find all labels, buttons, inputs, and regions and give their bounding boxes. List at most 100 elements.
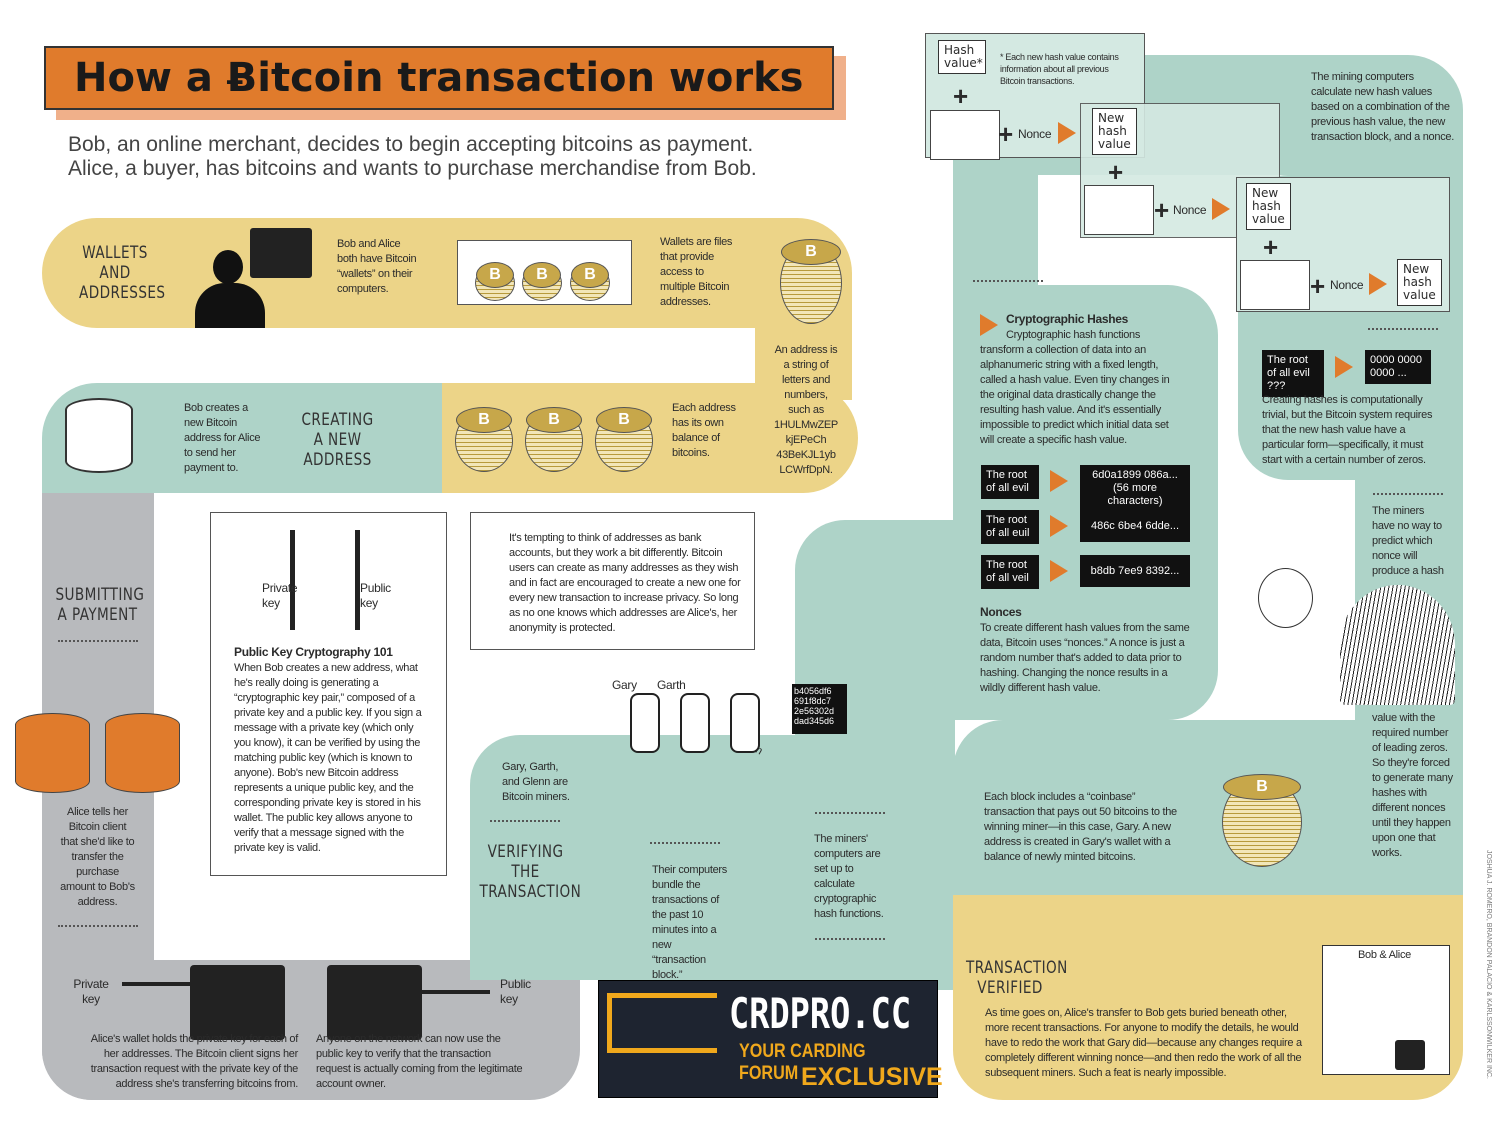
bob-alice-label: Bob & Alice: [1358, 949, 1411, 961]
pkc-box: [210, 512, 447, 876]
bitcoin-stack-icon: [595, 407, 653, 472]
pkc-title: Public Key Cryptography 101: [234, 645, 393, 659]
divider: [490, 820, 560, 822]
wallets-text-1: Bob and Alice both have Bitcoin “wallets…: [337, 238, 417, 295]
tempting-box: [470, 512, 755, 650]
bitcoin-stack-icon: [780, 239, 842, 324]
arrow-icon: [1369, 273, 1387, 295]
screen-hash: b4056df6 691f8dc7 2e56302d dad345d6: [794, 686, 835, 726]
wallet-orange-icon: [105, 713, 180, 793]
plus-icon: +: [953, 81, 969, 111]
new-address-heading: CREATING A NEW ADDRESS: [301, 410, 374, 470]
divider: [973, 280, 1043, 282]
credit: JOSHUA J. ROMERO, BRANDON PALACIO & KARL…: [1485, 850, 1492, 1079]
crypto-text: Cryptographic hash functions transform a…: [980, 329, 1170, 446]
intro-line: Bob, an online merchant, decides to begi…: [68, 133, 754, 156]
intro: Bob, an online merchant, decides to begi…: [68, 133, 757, 181]
bitcoin-stack-icon: [522, 262, 562, 301]
empty-wallet-icon: [65, 398, 133, 473]
miners-text: Gary, Garth, and Glenn are Bitcoin miner…: [502, 761, 570, 803]
watermark-badge: EXCLUSIVE: [801, 1063, 943, 1091]
hash-output: 486c 6be4 6dde...: [1080, 510, 1190, 542]
bitcoin-stack-icon: [475, 262, 515, 301]
pkc-private-label: Private key: [262, 581, 298, 610]
pkc-text: When Bob creates a new address, what he'…: [234, 662, 422, 854]
keys-icon: [290, 530, 360, 630]
tempting-text: It's tempting to think of addresses as b…: [509, 532, 741, 634]
nonces-text: To create different hash values from the…: [980, 622, 1190, 694]
verified-text: As time goes on, Alice's transfer to Bob…: [985, 1007, 1302, 1079]
page-title: How a Ƀitcoin transaction works: [74, 55, 804, 101]
lock-icon: [1395, 1040, 1425, 1070]
miners-text-1: The miners have no way to predict which …: [1372, 505, 1444, 577]
plus-icon: +: [998, 119, 1014, 149]
pkc-public-label: Public key: [360, 581, 391, 610]
divider: [815, 812, 885, 814]
band-coinbase: [953, 720, 1463, 900]
haystack-icon: [1340, 585, 1455, 705]
intro-line: Alice, a buyer, has bitcoins and wants t…: [68, 157, 757, 180]
person-at-computer-icon: [195, 228, 320, 328]
divider: [58, 925, 138, 927]
new-hash-box: New hash value: [1397, 259, 1442, 306]
buried-blocks-icon: [1322, 945, 1450, 1075]
arrow-icon: [1058, 122, 1076, 144]
zeros-text: Creating hashes is computationally trivi…: [1262, 394, 1433, 466]
hash-value-box: Hash value*: [938, 40, 986, 74]
computer-screen: b4056df6 691f8dc7 2e56302d dad345d6: [792, 684, 847, 734]
hash-output: b8db 7ee9 8392...: [1080, 555, 1190, 587]
arrow-icon: [1335, 356, 1353, 378]
arrow-icon: [1050, 515, 1068, 537]
hash-output: 6d0a1899 086a... (56 more characters): [1080, 465, 1190, 512]
bundle-text: Their computers bundle the transactions …: [652, 864, 727, 981]
card-icon: [607, 993, 717, 1053]
wallet-orange-icon: [15, 713, 90, 793]
minted-bitcoin-icon: [1222, 774, 1302, 867]
arrow-icon: [1050, 470, 1068, 492]
divider: [650, 842, 720, 844]
submitting-heading: SUBMITTING A PAYMENT: [55, 585, 145, 625]
nonces-title: Nonces: [980, 605, 1022, 619]
submitting-text: Alice tells her Bitcoin client that she'…: [60, 806, 135, 908]
transaction-block-icon: [1240, 260, 1310, 310]
band-miners: [795, 520, 955, 990]
arrow-icon: [980, 314, 998, 336]
watermark-tagline: YOUR CARDING FORUM: [739, 1041, 866, 1084]
hash-input: The root of all euil: [981, 510, 1039, 544]
nonce-label: Nonce: [1173, 203, 1207, 217]
title-banner: How a Ƀitcoin transaction works: [44, 46, 834, 110]
new-hash-box: New hash value: [1092, 108, 1137, 155]
plus-icon: +: [1310, 271, 1326, 301]
zeros-output: 0000 0000 0000 ...: [1365, 350, 1431, 384]
bitcoin-stack-icon: [455, 407, 513, 472]
address-text: An address is a string of letters and nu…: [774, 344, 838, 476]
balance-text: Each address has its own balance of bitc…: [672, 402, 736, 459]
watermark-name: CRDPRO.CC: [729, 989, 912, 1038]
bitcoin-stack-icon: [570, 262, 610, 301]
arrow-icon: [1212, 198, 1230, 220]
wallets-text-2: Wallets are files that provide access to…: [660, 236, 733, 308]
nonce-label: Nonce: [1330, 278, 1364, 292]
hash-input: The root of all evil: [981, 465, 1039, 499]
miners-text-2: value with the required number of leadin…: [1372, 712, 1453, 859]
coinbase-text: Each block includes a “coinbase” transac…: [984, 791, 1177, 863]
transaction-block-icon: [930, 110, 1000, 160]
divider: [1368, 328, 1438, 330]
band-verifying: [470, 735, 795, 980]
key-icon: [420, 990, 490, 994]
bitcoin-stack-icon: [525, 407, 583, 472]
nonce-label: Nonce: [1018, 127, 1052, 141]
hash-input: The root of all veil: [981, 555, 1039, 589]
key-icon: [122, 982, 192, 986]
private-key-text: Alice's wallet holds the private key for…: [90, 1033, 299, 1090]
verifying-heading: VERIFYING THE TRANSACTION: [479, 842, 582, 902]
band-wallets: [42, 218, 852, 328]
wallets-heading: WALLETS AND ADDRESSES: [79, 243, 166, 303]
public-key-label: Public key: [500, 977, 531, 1006]
plus-icon: +: [1263, 232, 1279, 262]
miners-illustration: Gary Garth Glenn: [610, 668, 790, 798]
new-hash-box: New hash value: [1246, 183, 1291, 230]
needle-icon: [1258, 568, 1313, 628]
new-address-text: Bob creates a new Bitcoin address for Al…: [184, 402, 261, 474]
verified-heading: TRANSACTION VERIFIED: [966, 958, 1068, 998]
